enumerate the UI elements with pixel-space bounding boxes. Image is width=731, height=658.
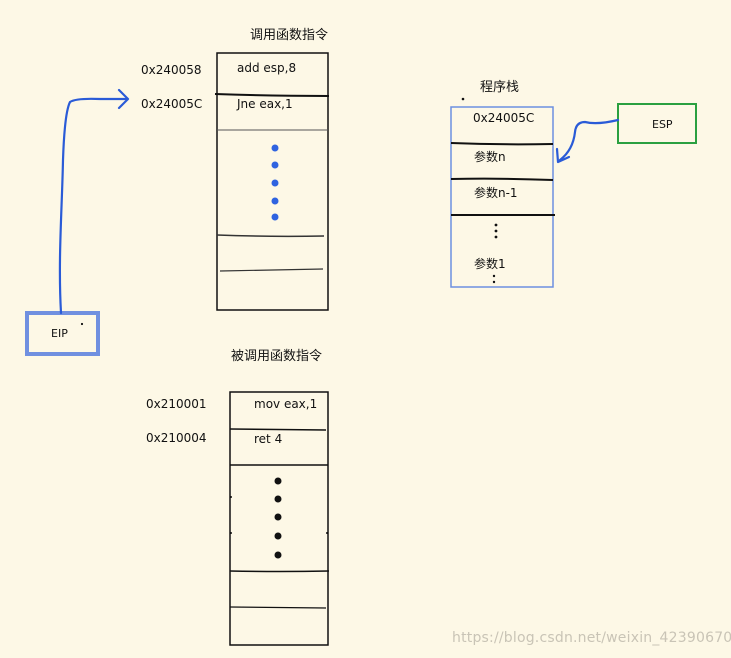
stack-divider-1: [450, 142, 554, 146]
callee-divider-4: [229, 606, 327, 609]
caller-divider-3: [216, 234, 325, 238]
stack-cell-return-address: 0x24005C: [473, 111, 535, 125]
caller-title: 调用函数指令: [250, 28, 329, 43]
stack-title: 程序栈: [480, 80, 520, 95]
eip-register-label: EIP: [51, 327, 68, 340]
stack-cell-param-1: 参数1: [474, 257, 506, 271]
caller-ellipsis-dots: [271, 144, 279, 221]
callee-address-2: 0x210004: [146, 431, 207, 445]
stack-box: [450, 106, 554, 288]
callee-address-1: 0x210001: [146, 397, 207, 411]
callee-title: 被调用函数指令: [231, 349, 323, 364]
esp-box-frame: [617, 103, 697, 144]
callee-instruction-1: mov eax,1: [254, 397, 318, 411]
caller-divider-1: [214, 93, 330, 97]
callee-instruction-2: ret 4: [254, 432, 283, 446]
stack-cell-param-n-1: 参数n-1: [474, 186, 518, 200]
caller-instruction-1: add esp,8: [237, 61, 297, 75]
callee-column-box: [229, 391, 329, 646]
caller-divider-4: [219, 268, 324, 272]
callee-divider-1: [229, 428, 327, 431]
esp-arrow-head: [555, 147, 571, 164]
caller-address-2: 0x24005C: [141, 97, 203, 111]
caller-address-1: 0x240058: [141, 63, 202, 77]
watermark-url: https://blog.csdn.net/weixin_42390670: [452, 630, 731, 646]
stack-ellipsis-dots: [461, 97, 498, 284]
eip-box-frame: [25, 311, 100, 356]
caller-column-box: [216, 52, 329, 311]
eip-arrow: [58, 97, 129, 315]
stack-cell-param-n: 参数n: [474, 150, 506, 164]
esp-arrow: [558, 118, 620, 162]
callee-divider-3: [229, 570, 330, 573]
callee-ellipsis-dots: [274, 477, 282, 559]
caller-instruction-2: Jne eax,1: [237, 97, 293, 111]
esp-register-label: ESP: [652, 118, 673, 131]
stack-divider-2: [450, 177, 554, 181]
eip-arrow-head: [117, 88, 130, 110]
